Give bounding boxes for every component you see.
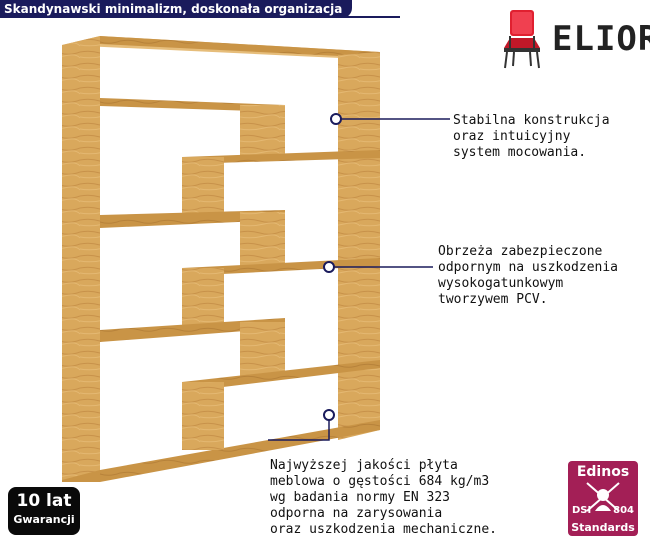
inner-shelves — [100, 98, 380, 450]
check-seal-icon — [586, 482, 620, 512]
certificate-standards: Standards — [571, 521, 635, 534]
callout-board-quality: Najwyższej jakości płyta meblowa o gęsto… — [270, 458, 497, 537]
warranty-years: 10 lat — [16, 491, 72, 511]
brand-name: ELIOR — [552, 19, 650, 59]
chair-icon — [504, 10, 540, 69]
shelf-frame — [62, 36, 380, 482]
tagline: Skandynawski minimalizm, doskonała organ… — [4, 2, 343, 16]
certificate-title: Edinos — [576, 464, 630, 480]
callout-edges: Obrzeża zabezpieczone odpornym na uszkod… — [438, 244, 619, 307]
callout-construction: Stabilna konstrukcja oraz intuicyjny sys… — [453, 113, 610, 160]
warranty-label: Gwarancji — [13, 513, 75, 526]
certificate-left: DSI — [572, 505, 592, 516]
banner-underline — [0, 16, 400, 18]
certificate-badge: Edinos DSI 804 Standards — [568, 461, 638, 536]
certificate-right: 804 — [613, 505, 634, 516]
brand-logo: ELIOR — [500, 8, 650, 70]
warranty-badge: 10 lat Gwarancji — [8, 487, 80, 535]
top-banner: Skandynawski minimalizm, doskonała organ… — [0, 0, 353, 18]
callout-leaders — [268, 113, 450, 441]
